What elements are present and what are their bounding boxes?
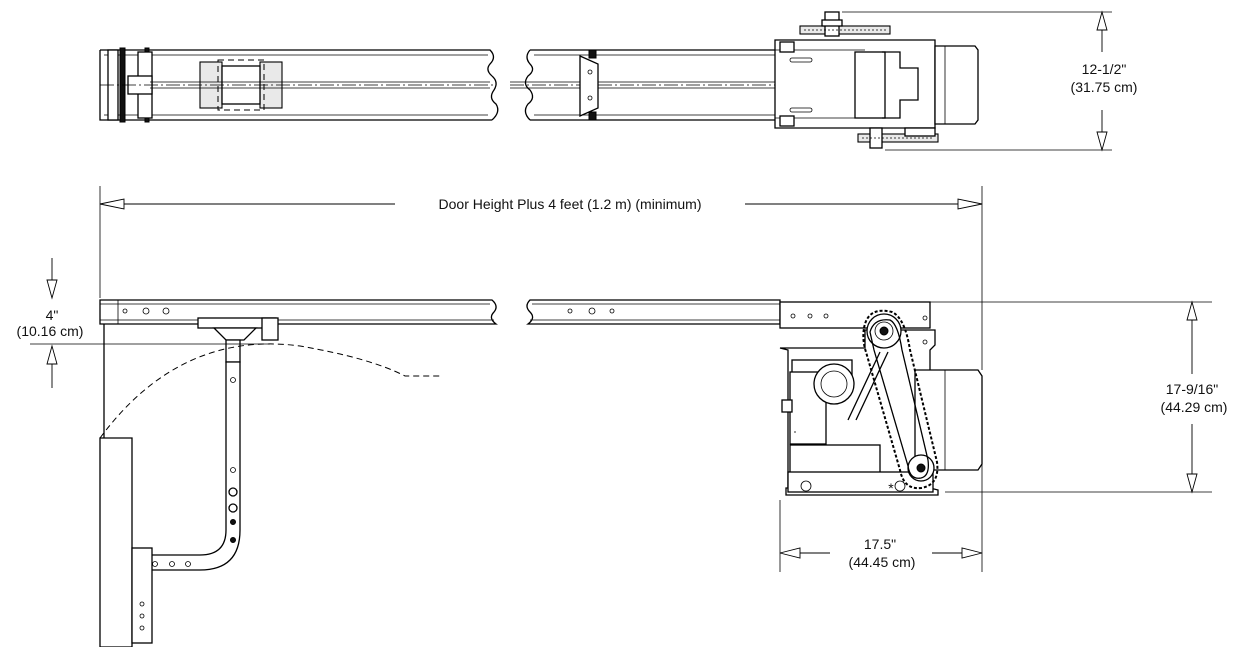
unit-width-cm-label: (44.45 cm) (849, 554, 916, 570)
unit-width-in-label: 17.5" (864, 536, 896, 552)
top-rail-right (510, 49, 865, 121)
star-icon: * (888, 480, 894, 496)
side-view: 4" (10.16 cm) (17, 258, 1228, 647)
top-height-dimension: 12-1/2" (31.75 cm) (842, 10, 1138, 152)
door-arm (139, 317, 279, 571)
side-height-cm-label: (31.75 cm) (1071, 79, 1138, 95)
unit-height-in-label: 17-9/16" (1166, 381, 1218, 397)
unit-width-dimension: 17.5" (44.45 cm) (779, 460, 983, 572)
rail-length-dimension: Door Height Plus 4 feet (1.2 m) (minimum… (99, 186, 983, 370)
header-clearance-dimension: 4" (10.16 cm) (17, 258, 270, 388)
side-power-unit: * (779, 301, 983, 496)
rail-length-label: Door Height Plus 4 feet (1.2 m) (minimum… (439, 196, 702, 212)
side-rail-left (99, 299, 498, 325)
top-power-unit (774, 11, 979, 149)
door-panel (99, 324, 153, 647)
unit-height-dimension: 17-9/16" (44.29 cm) (930, 300, 1228, 494)
header-clearance-cm-label: (10.16 cm) (17, 323, 84, 339)
side-rail-right (526, 299, 781, 325)
unit-height-cm-label: (44.29 cm) (1161, 399, 1228, 415)
top-rail-left (99, 47, 499, 123)
door-swing-arc (99, 343, 440, 439)
header-clearance-in-label: 4" (46, 307, 59, 323)
top-view: 12-1/2" (31.75 cm) (99, 10, 1138, 152)
side-height-in-label: 12-1/2" (1082, 61, 1127, 77)
